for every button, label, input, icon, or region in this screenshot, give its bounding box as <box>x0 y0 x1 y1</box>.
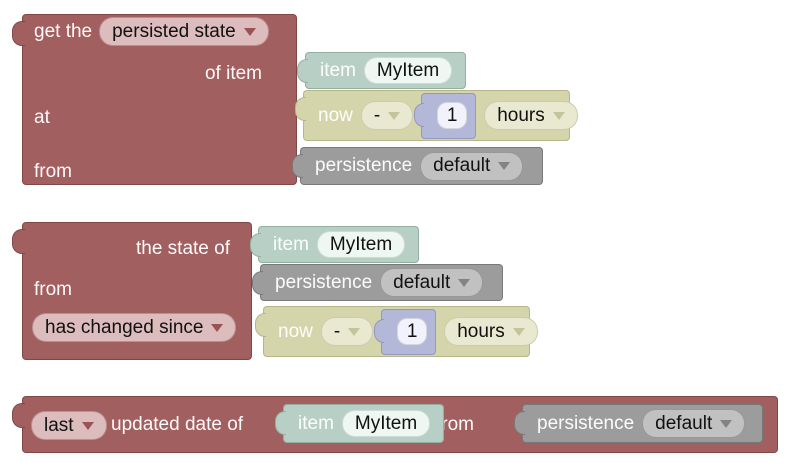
value-connector-tab <box>295 97 306 121</box>
dropdown-value: - <box>333 320 341 342</box>
block-number[interactable]: 1 <box>414 92 477 139</box>
label-of-item: of item <box>204 63 262 84</box>
label-from: from <box>34 279 72 300</box>
dropdown-value: last <box>44 414 74 436</box>
value-connector-tab <box>255 313 266 337</box>
label-at: at <box>34 107 50 128</box>
block-state-has-changed[interactable]: the state of from has changed since <box>12 222 252 360</box>
dropdown-operator[interactable]: - <box>360 101 414 130</box>
output-connector-tab <box>12 229 25 254</box>
output-connector-tab <box>12 403 25 428</box>
dropdown-persistence-service[interactable]: default <box>380 268 484 297</box>
value-connector-tab <box>275 411 286 435</box>
label-item: item <box>320 59 356 81</box>
dropdown-time-unit[interactable]: hours <box>444 317 538 346</box>
label-persistence: persistence <box>275 271 373 293</box>
block-now-offset[interactable]: now - 1 hours <box>255 306 538 357</box>
block-get-persisted-state[interactable]: get the persisted state of item at from <box>12 14 297 185</box>
label-from: from <box>436 414 474 435</box>
value-connector-tab <box>514 411 525 435</box>
dropdown-time-unit[interactable]: hours <box>484 101 578 130</box>
dropdown-value: persisted state <box>112 20 236 42</box>
number-field[interactable]: 1 <box>397 318 428 345</box>
item-name-field[interactable]: MyItem <box>341 410 431 437</box>
dropdown-value: hours <box>497 104 545 126</box>
dropdown-value: has changed since <box>45 316 204 338</box>
chevron-down-icon <box>498 162 511 170</box>
chevron-down-icon <box>211 323 224 332</box>
label-updated-date-of: updated date of <box>111 414 244 435</box>
dropdown-value: default <box>655 412 713 434</box>
label-get-the: get the <box>34 20 93 42</box>
dropdown-last[interactable]: last <box>31 411 107 440</box>
number-field[interactable]: 1 <box>437 102 468 129</box>
value-connector-tab <box>297 59 308 83</box>
label-now: now <box>318 104 353 126</box>
block-item[interactable]: item MyItem <box>250 226 419 263</box>
chevron-down-icon <box>720 419 733 428</box>
block-persistence[interactable]: persistence default <box>252 264 503 301</box>
dropdown-value: default <box>393 271 451 293</box>
label-persistence: persistence <box>315 155 413 176</box>
label-item: item <box>298 412 334 434</box>
chevron-down-icon <box>81 421 94 430</box>
block-item[interactable]: item MyItem <box>275 404 444 443</box>
block-persistence[interactable]: persistence default <box>514 404 763 443</box>
chevron-down-icon <box>458 278 471 287</box>
dropdown-value: - <box>373 104 381 126</box>
output-connector-tab <box>12 21 25 46</box>
dropdown-has-changed-since[interactable]: has changed since <box>32 313 237 342</box>
block-persistence[interactable]: persistence default <box>292 147 543 185</box>
value-connector-tab <box>414 102 425 127</box>
label-persistence: persistence <box>537 412 635 434</box>
dropdown-value: default <box>433 155 491 176</box>
row-get-the: get the persisted state <box>34 17 269 46</box>
chevron-down-icon <box>348 327 361 336</box>
dropdown-operator[interactable]: - <box>320 317 374 346</box>
value-connector-tab <box>250 233 261 257</box>
chevron-down-icon <box>243 27 256 36</box>
value-connector-tab <box>252 271 263 295</box>
item-name-field[interactable]: MyItem <box>363 57 453 84</box>
block-number[interactable]: 1 <box>374 308 437 355</box>
label-from: from <box>34 161 72 182</box>
item-name-field[interactable]: MyItem <box>316 231 406 258</box>
dropdown-persistence-service[interactable]: default <box>420 151 524 181</box>
label-item: item <box>273 233 309 255</box>
label-the-state-of: the state of <box>135 238 230 259</box>
block-now-offset[interactable]: now - 1 hours <box>295 90 578 141</box>
chevron-down-icon <box>552 111 565 120</box>
chevron-down-icon <box>512 327 525 336</box>
value-connector-tab <box>374 318 385 343</box>
dropdown-persistence-service[interactable]: default <box>642 409 746 438</box>
value-connector-tab <box>292 154 303 178</box>
dropdown-value: hours <box>457 320 505 342</box>
chevron-down-icon <box>388 111 401 120</box>
label-now: now <box>278 320 313 342</box>
block-item[interactable]: item MyItem <box>297 52 466 89</box>
dropdown-persisted-state[interactable]: persisted state <box>99 17 269 46</box>
